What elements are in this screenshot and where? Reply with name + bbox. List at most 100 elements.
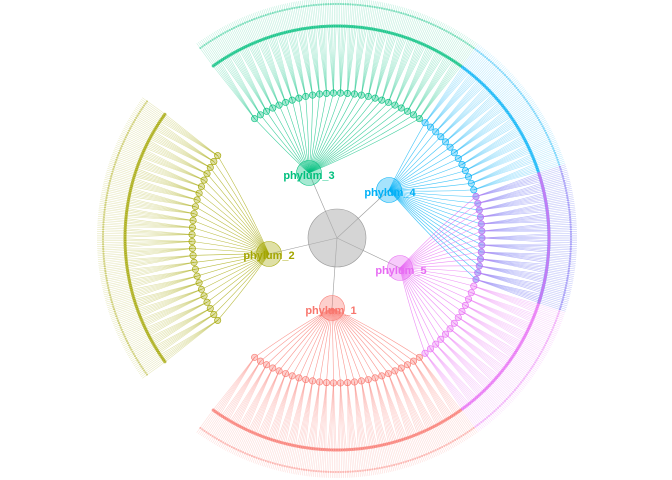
family-edge: [303, 8, 307, 31]
leaf-edge: [417, 13, 422, 21]
order-edge: [125, 248, 193, 255]
order-edge: [296, 29, 313, 96]
family-node: [505, 75, 508, 79]
leaf-edge: [567, 265, 576, 268]
family-edge: [105, 218, 128, 222]
family-edge: [126, 139, 147, 150]
family-node: [103, 208, 106, 211]
family-edge: [201, 408, 215, 427]
family-edge: [370, 445, 375, 468]
order-edge: [215, 357, 255, 413]
family-edge: [328, 447, 330, 470]
leaf-edge: [565, 193, 573, 196]
family-node: [567, 272, 570, 275]
order-edge: [260, 373, 286, 437]
order-edge: [475, 279, 541, 297]
order-node: [211, 408, 215, 412]
leaf-edge: [99, 271, 108, 273]
family-edge: [394, 439, 402, 462]
order-edge: [224, 58, 261, 115]
family-edge: [502, 94, 520, 109]
order-edge: [479, 265, 545, 280]
leaf-edge: [559, 171, 568, 175]
class-node: [295, 94, 303, 102]
family-node: [103, 206, 107, 209]
class-node: [214, 152, 222, 160]
leaf-edge: [476, 46, 483, 54]
leaf-edge: [563, 186, 572, 189]
class-edge: [331, 307, 389, 374]
family-node: [528, 369, 531, 372]
leaf-edge: [142, 373, 149, 379]
order-edge: [151, 135, 211, 168]
family-edge: [315, 6, 319, 29]
family-node: [542, 127, 545, 130]
family-edge: [416, 23, 426, 44]
order-edge: [477, 186, 543, 204]
order-edge: [454, 323, 511, 361]
order-edge: [458, 125, 517, 159]
leaf-edge: [265, 459, 269, 468]
order-edge: [481, 251, 548, 262]
order-edge: [419, 357, 455, 416]
family-node: [516, 88, 520, 91]
leaf-edge: [125, 124, 133, 129]
family-node: [541, 348, 544, 351]
leaf-edge: [285, 464, 288, 473]
leaf-edge: [547, 335, 555, 340]
order-edge: [481, 230, 549, 232]
family-edge: [537, 168, 559, 176]
class-edge: [308, 118, 420, 174]
family-node: [103, 262, 106, 265]
family-edge: [349, 447, 351, 470]
order-edge: [454, 323, 508, 365]
leaf-edge: [513, 82, 521, 89]
family-node: [105, 194, 109, 197]
family-node: [420, 18, 424, 22]
leaf-edge: [283, 3, 286, 12]
family-edge: [402, 17, 410, 39]
order-edge: [219, 60, 255, 119]
leaf-edge: [98, 206, 107, 209]
order-edge: [445, 96, 496, 143]
leaf-edge: [505, 72, 512, 79]
order-edge: [440, 90, 490, 137]
order-edge: [461, 311, 518, 350]
class-edge: [399, 216, 481, 269]
order-edge: [152, 308, 211, 344]
family-edge: [545, 263, 568, 267]
order-edge: [440, 91, 491, 137]
class-node: [191, 203, 199, 211]
family-edge: [117, 163, 139, 172]
family-node: [141, 106, 144, 109]
leaf-edge: [412, 11, 416, 19]
family-edge: [388, 441, 395, 464]
family-node: [122, 140, 125, 143]
leaf-edge: [538, 119, 547, 125]
leaf-edge: [125, 347, 133, 352]
order-edge: [230, 364, 267, 422]
order-edge: [129, 192, 196, 207]
leaf-edge: [292, 2, 295, 10]
family-edge: [484, 386, 501, 403]
class-node: [275, 101, 283, 109]
family-node: [215, 36, 218, 39]
leaf-edge: [567, 267, 576, 270]
leaf-edge: [562, 180, 571, 184]
order-edge: [151, 308, 211, 341]
leaf-edge: [109, 312, 118, 316]
leaf-edge: [559, 303, 568, 307]
order-edge: [481, 228, 549, 232]
leaf-edge: [452, 29, 457, 38]
class-edge: [399, 267, 426, 354]
family-node: [516, 385, 520, 388]
family-edge: [544, 205, 567, 210]
family-node: [569, 228, 572, 231]
leaf-edge: [110, 159, 118, 163]
order-edge: [413, 361, 453, 416]
family-edge: [497, 87, 515, 103]
order-node: [123, 235, 127, 239]
order-edge: [430, 348, 475, 400]
leaf-edge: [261, 458, 265, 467]
family-node: [267, 13, 270, 16]
